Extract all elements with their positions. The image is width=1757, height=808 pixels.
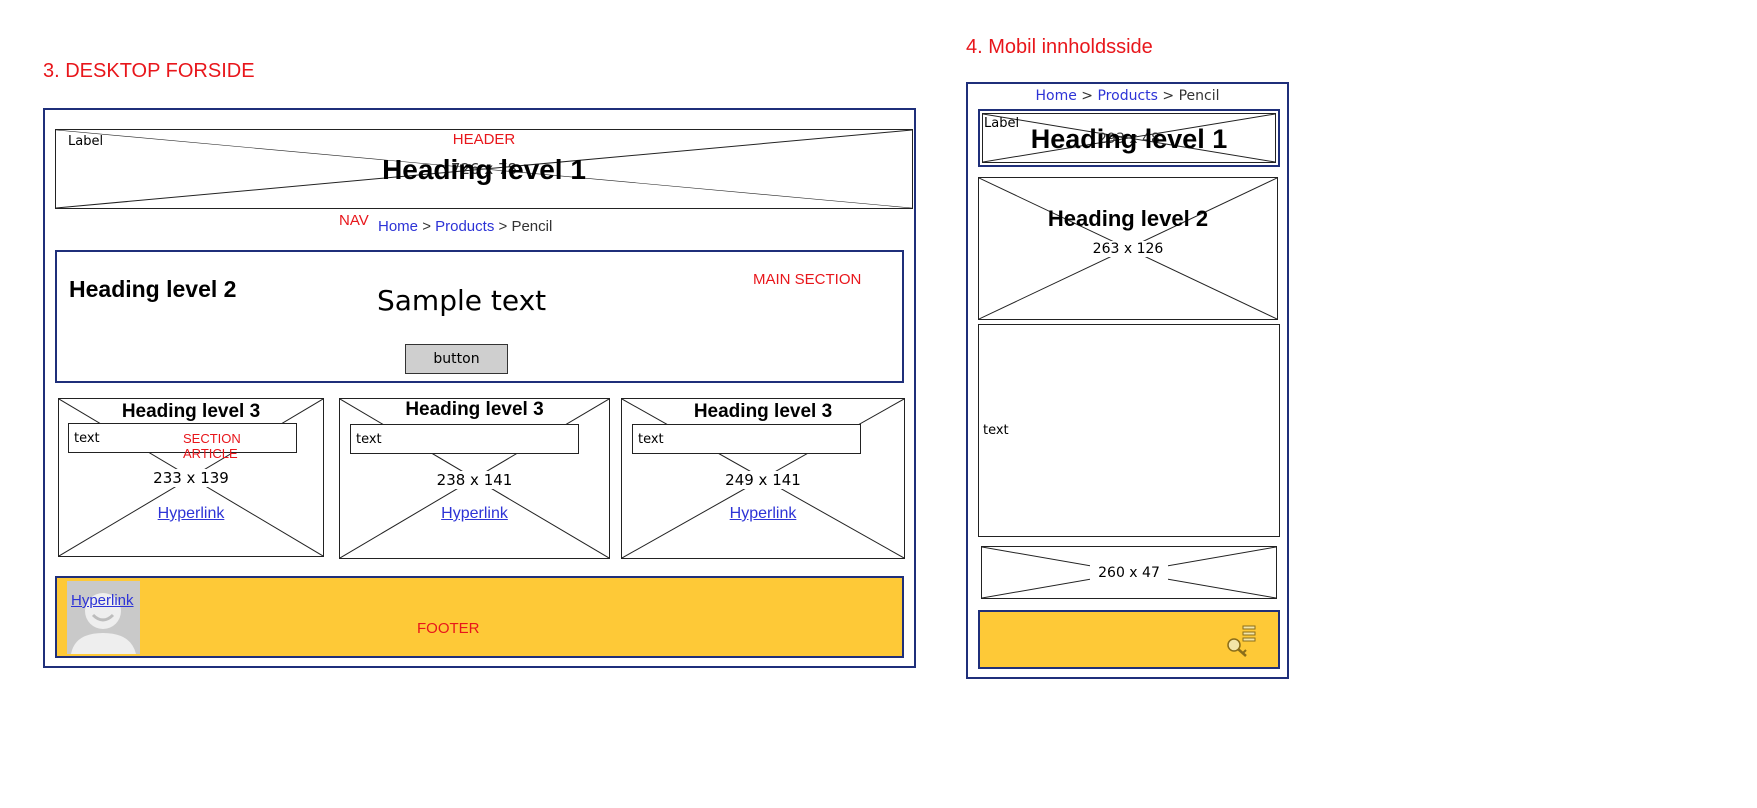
desktop-title: 3. DESKTOP FORSIDE [43, 60, 255, 82]
article-1-link-wrap: Hyperlink [59, 505, 323, 523]
article-card-3: Heading level 3 text 249 x 141 Hyperlink [621, 398, 905, 559]
mobile-title: 4. Mobil innholdsside [966, 36, 1153, 58]
mobile-header-placeholder: Label 293 x 48 Heading level 1 [982, 113, 1276, 163]
mobile-image-dimension: 260 x 47 [1090, 565, 1168, 581]
mobile-breadcrumb-home[interactable]: Home [1035, 88, 1077, 104]
breadcrumb-products[interactable]: Products [435, 218, 495, 235]
article-2-heading: Heading level 3 [405, 399, 544, 420]
header-heading: Heading level 1 [382, 154, 586, 185]
mobile-breadcrumb-products[interactable]: Products [1097, 88, 1158, 104]
mobile-wireframe: Home > Products > Pencil Label 293 x 48 … [966, 82, 1289, 679]
breadcrumb-separator: > [422, 218, 431, 235]
section-article-tag: SECTION ARTICLE [183, 431, 241, 461]
article-1-dimension: 233 x 139 [149, 469, 233, 487]
nav-tag: NAV [339, 212, 369, 229]
article-1-dimension-wrap: 233 x 139 [59, 469, 323, 488]
article-3-hyperlink[interactable]: Hyperlink [729, 505, 797, 522]
article-3-dimension: 249 x 141 [721, 471, 805, 489]
footer-hyperlink[interactable]: Hyperlink [71, 592, 134, 609]
breadcrumb-current: Pencil [511, 218, 553, 235]
article-2-dimension: 238 x 141 [432, 471, 517, 489]
user-avatar-icon [71, 593, 136, 654]
mobile-section-dimension-wrap: 263 x 126 [979, 240, 1277, 258]
article-card-1: Heading level 3 text SECTION ARTICLE 233… [58, 398, 324, 557]
article-3-link-wrap: Hyperlink [622, 505, 904, 523]
mobile-header: Label 293 x 48 Heading level 1 [978, 109, 1280, 167]
breadcrumb-home[interactable]: Home [378, 218, 419, 235]
mobile-header-label: Label [984, 116, 1020, 131]
mobile-header-dimension: 293 x 48 [1098, 131, 1160, 147]
breadcrumb: Home > Products > Pencil [378, 218, 552, 235]
article-1-heading: Heading level 3 [121, 401, 261, 422]
header-dimension: 726 x 78 [450, 160, 518, 178]
desktop-footer: Hyperlink FOOTER [55, 576, 904, 658]
mobile-footer [978, 610, 1280, 669]
article-card-2: Heading level 3 text 238 x 141 Hyperlink [339, 398, 610, 559]
breadcrumb-separator: > [1081, 88, 1094, 104]
key-list-icon[interactable] [1224, 624, 1258, 658]
avatar [67, 581, 140, 654]
header-tag: HEADER [452, 131, 516, 148]
mobile-section-dimension: 263 x 126 [1088, 241, 1168, 257]
main-section: Heading level 2 MAIN SECTION Sample text… [55, 250, 904, 383]
article-2-text: text [356, 432, 382, 447]
mobile-section-placeholder: Heading level 2 263 x 126 [978, 177, 1278, 320]
article-3-text: text [638, 432, 664, 447]
desktop-wireframe: Label HEADER 726 x 78 Heading level 1 NA… [43, 108, 916, 668]
article-2-text-box: text [350, 424, 579, 454]
header-label: Label [68, 134, 104, 149]
article-1-hyperlink[interactable]: Hyperlink [157, 505, 225, 522]
mobile-image-placeholder: 260 x 47 [981, 546, 1277, 599]
article-3-heading: Heading level 3 [693, 401, 833, 422]
main-button[interactable]: button [405, 344, 508, 374]
header-placeholder: Label HEADER 726 x 78 Heading level 1 [55, 129, 913, 209]
article-3-dimension-wrap: 249 x 141 [622, 471, 904, 490]
sample-text: Sample text [377, 284, 547, 317]
article-2-dimension-wrap: 238 x 141 [340, 471, 609, 490]
article-1-text: text [74, 431, 100, 446]
mobile-breadcrumb: Home > Products > Pencil [968, 88, 1287, 104]
article-2-link-wrap: Hyperlink [340, 505, 609, 523]
mobile-text-block: text [978, 324, 1280, 537]
breadcrumb-separator: > [1162, 88, 1175, 104]
mobile-header-heading: Heading level 1 [1030, 124, 1228, 154]
main-heading: Heading level 2 [69, 276, 237, 302]
breadcrumb-separator: > [498, 218, 508, 235]
footer-tag: FOOTER [417, 620, 480, 637]
mobile-breadcrumb-current: Pencil [1178, 88, 1220, 104]
main-section-tag: MAIN SECTION [753, 271, 862, 288]
article-2-hyperlink[interactable]: Hyperlink [441, 505, 508, 522]
mobile-section-heading: Heading level 2 [1047, 206, 1209, 231]
mobile-text: text [983, 423, 1009, 438]
article-3-text-box: text [632, 424, 861, 454]
mobile-image-dimension-wrap: 260 x 47 [982, 564, 1276, 582]
article-1-text-box: text SECTION ARTICLE [68, 423, 297, 461]
